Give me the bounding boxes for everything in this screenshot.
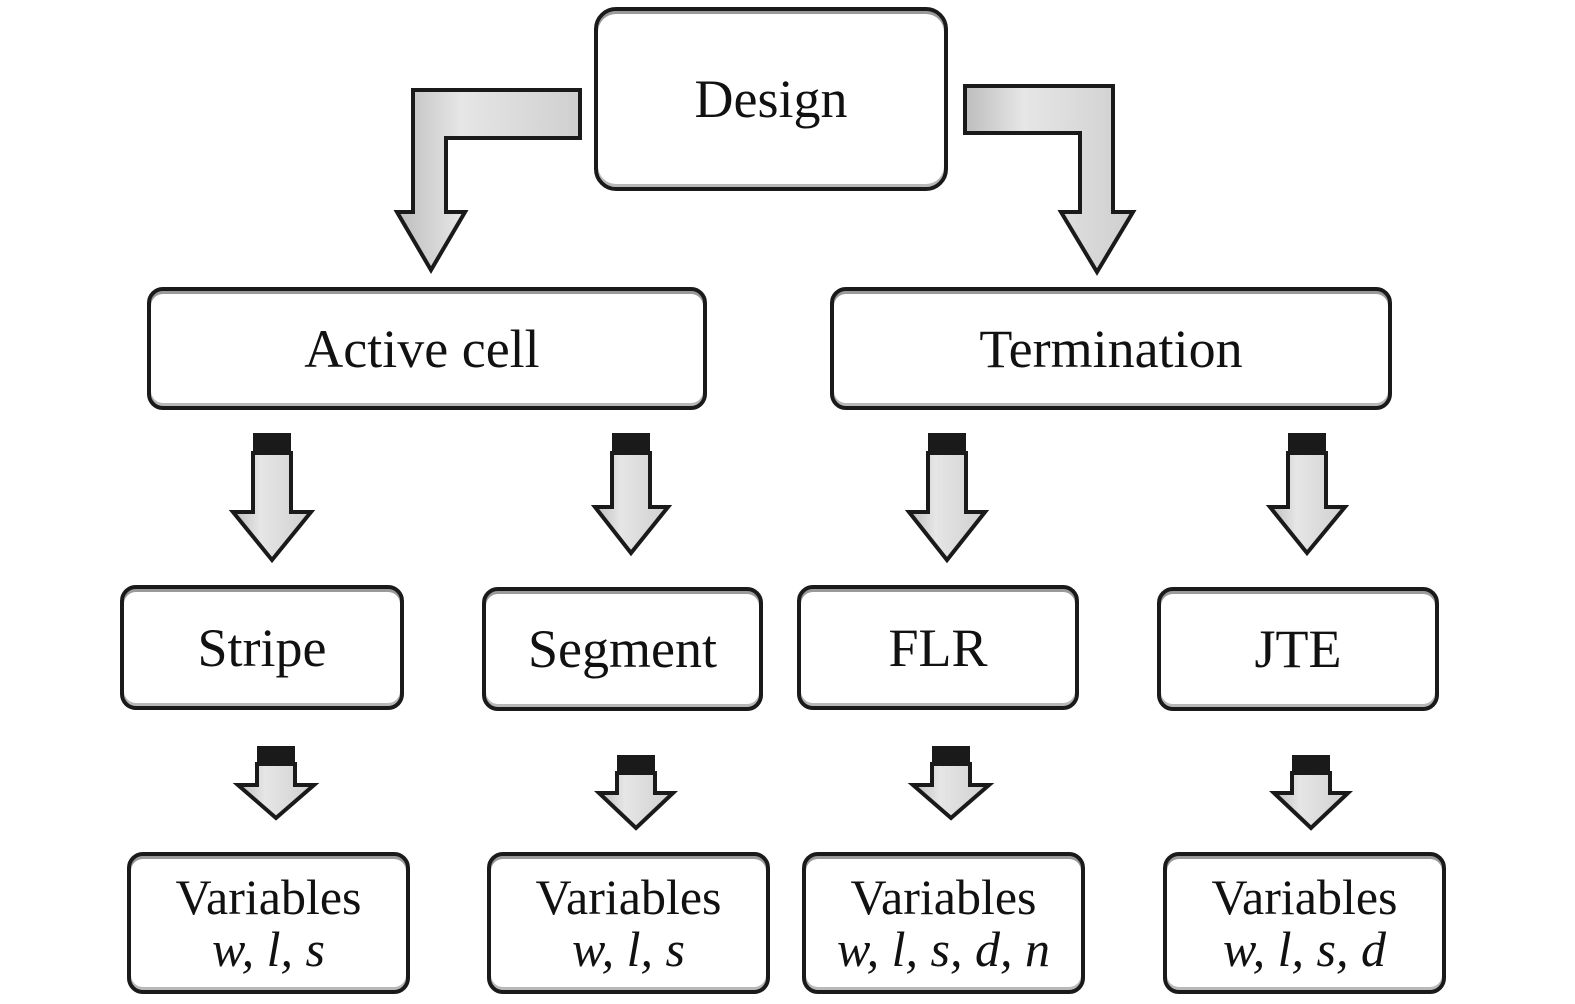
node-label: JTE	[1254, 619, 1342, 679]
variables-title: Variables	[535, 869, 722, 925]
down-arrow-jte-vars	[1268, 755, 1354, 831]
node-variables-stripe: Variables w, l, s	[127, 852, 410, 994]
variables-title: Variables	[850, 869, 1037, 925]
node-segment: Segment	[482, 587, 763, 711]
down-arrow-flr-vars	[907, 746, 995, 821]
variables-list: w, l, s, d, n	[837, 921, 1050, 977]
down-arrow-segment-vars	[593, 755, 679, 831]
node-termination: Termination	[830, 287, 1392, 410]
node-design: Design	[594, 7, 948, 191]
node-variables-jte: Variables w, l, s, d	[1163, 852, 1446, 994]
node-label: Segment	[528, 619, 717, 679]
down-arrow-flr	[904, 433, 990, 564]
elbow-arrow-left	[393, 88, 582, 274]
node-label: Design	[694, 69, 848, 129]
variables-title: Variables	[175, 869, 362, 925]
down-arrow-segment	[590, 433, 673, 557]
variables-list: w, l, s, d	[1223, 921, 1386, 977]
node-label: Stripe	[197, 617, 327, 678]
node-jte: JTE	[1157, 587, 1439, 711]
variables-title: Variables	[1211, 869, 1398, 925]
down-arrow-stripe-vars	[232, 746, 320, 821]
node-label: Termination	[979, 318, 1243, 379]
elbow-arrow-right	[963, 84, 1137, 276]
node-flr: FLR	[797, 585, 1079, 710]
node-active-cell: Active cell	[147, 287, 707, 410]
node-stripe: Stripe	[120, 585, 404, 710]
variables-list: w, l, s	[572, 921, 685, 977]
down-arrow-jte	[1265, 433, 1350, 557]
node-label: FLR	[888, 617, 988, 678]
variables-list: w, l, s	[212, 921, 325, 977]
node-variables-flr: Variables w, l, s, d, n	[802, 852, 1085, 994]
down-arrow-stripe	[228, 433, 316, 564]
node-label: Active cell	[304, 318, 540, 379]
node-variables-segment: Variables w, l, s	[487, 852, 770, 994]
